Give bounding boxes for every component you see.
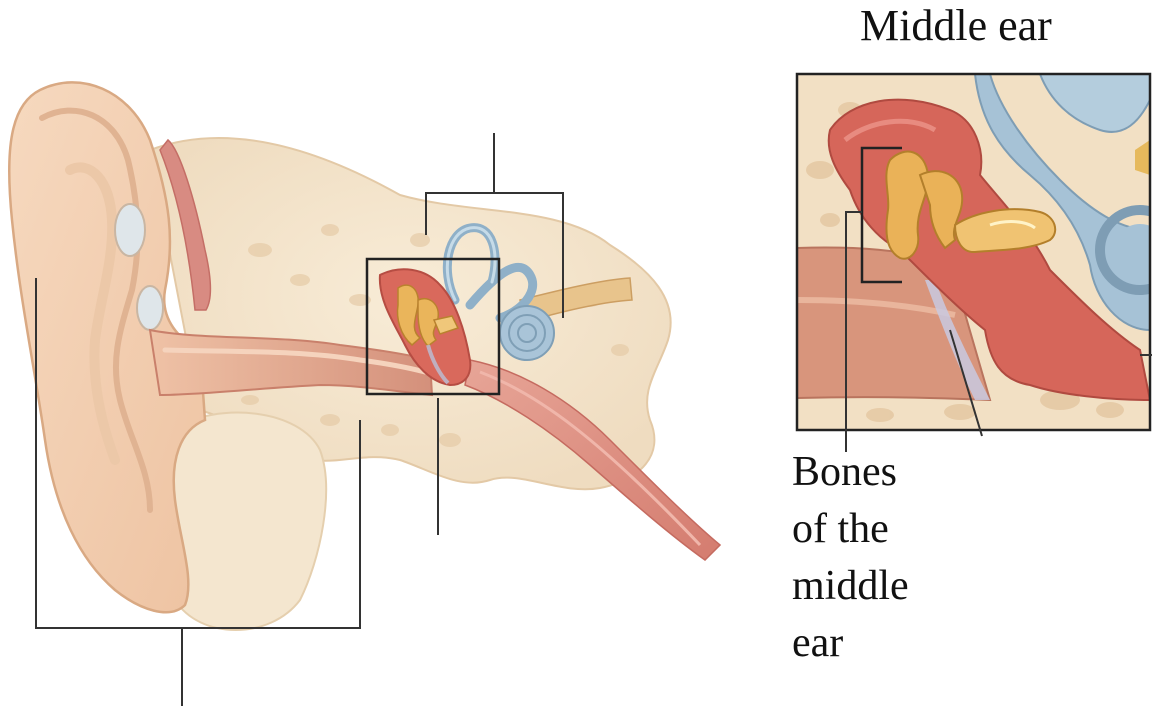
bones-label-line-3: middle: [792, 558, 909, 615]
blank-label-area: [402, 542, 638, 590]
cochlea: [500, 306, 554, 360]
bones-label-line-2: of the: [792, 501, 909, 558]
cartilage-pocket-upper: [115, 204, 145, 256]
cartilage-pocket-lower: [137, 286, 163, 330]
bones-of-middle-ear-label: Bones of the middle ear: [792, 444, 909, 672]
middle-ear-inset: [797, 74, 1152, 430]
inset-title: Middle ear: [860, 2, 1052, 50]
bones-label-line-1: Bones: [792, 444, 909, 501]
bones-label-line-4: ear: [792, 615, 909, 672]
